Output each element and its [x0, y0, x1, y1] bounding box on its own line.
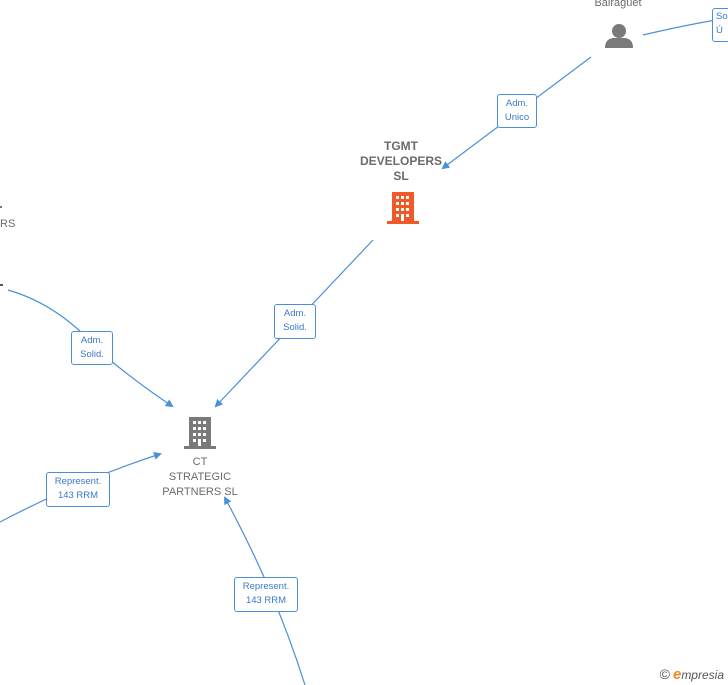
- edge-label-represent[interactable]: Represent. 143 RRM: [234, 577, 298, 612]
- node-label-person[interactable]: Bairaguet: [594, 0, 642, 9]
- brand-initial: e: [672, 666, 682, 683]
- empresia-logo: ©empresia: [660, 666, 724, 683]
- edge-label-adm-solid[interactable]: Adm. Solid.: [71, 331, 113, 365]
- edge-label-represent[interactable]: Represent. 143 RRM: [46, 472, 110, 507]
- partial-node-mark: [0, 284, 3, 286]
- edge-label-adm-unico[interactable]: Adm. Unico: [497, 94, 537, 128]
- person-icon: [605, 24, 633, 48]
- copyright-symbol: ©: [659, 666, 670, 682]
- node-label-partial-left[interactable]: RS: [0, 218, 16, 230]
- building-icon-tgmt: [387, 192, 419, 224]
- building-icon-ct: [184, 417, 216, 449]
- edge-label-adm-solid[interactable]: Adm. Solid.: [274, 304, 316, 339]
- node-label-ct[interactable]: CT STRATEGIC PARTNERS SL: [162, 456, 238, 498]
- edge-label-partial-top-right[interactable]: So Ú: [712, 8, 728, 42]
- brand-name: mpresia: [681, 668, 724, 682]
- node-label-tgmt[interactable]: TGMT DEVELOPERS SL: [359, 139, 443, 183]
- partial-node-mark: [0, 206, 2, 208]
